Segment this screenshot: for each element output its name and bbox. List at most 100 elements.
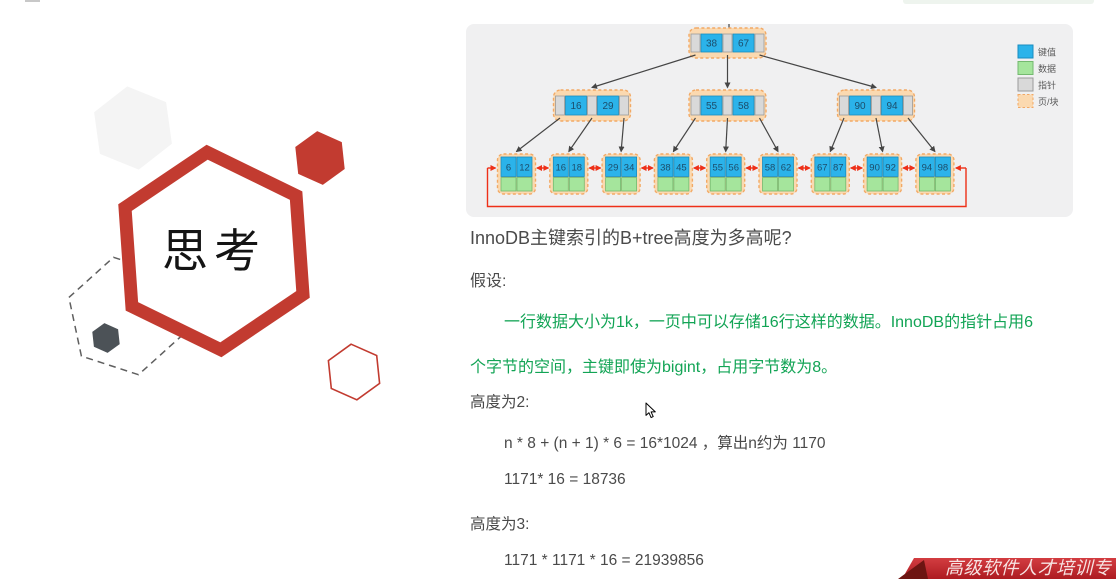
tree-edge bbox=[759, 54, 877, 90]
tree-edge bbox=[672, 117, 697, 153]
hex-red-small bbox=[295, 131, 345, 185]
tree-edge bbox=[907, 117, 936, 153]
height-2-formula-1: n * 8 + (n + 1) * 6 = 16*1024 ，算出n约为 117… bbox=[504, 435, 826, 452]
legend-row: 页/块 bbox=[1017, 94, 1059, 108]
key-value: 58 bbox=[738, 101, 750, 112]
key-value: 16 bbox=[570, 101, 582, 112]
data-cell bbox=[500, 177, 517, 192]
key-cell bbox=[866, 156, 883, 177]
key-value: 16 bbox=[556, 163, 567, 174]
key-value: 34 bbox=[624, 163, 635, 174]
pointer-cell bbox=[619, 95, 629, 116]
legend-row: 键值 bbox=[1017, 44, 1056, 59]
key-value: 12 bbox=[519, 163, 530, 174]
hex-main-think bbox=[118, 144, 310, 358]
key-value: 29 bbox=[602, 101, 614, 112]
key-cell bbox=[516, 156, 533, 177]
height-2-formula-2: 1171* 16 = 18736 bbox=[504, 471, 626, 488]
key-cell bbox=[778, 156, 794, 177]
legend-swatch bbox=[1017, 77, 1034, 92]
legend-swatch bbox=[1017, 44, 1034, 59]
pointer-cell bbox=[555, 95, 565, 116]
key-value: 87 bbox=[833, 163, 844, 174]
legend-label: 键值 bbox=[1038, 47, 1056, 58]
data-cell bbox=[866, 177, 883, 192]
hex-dark-small bbox=[92, 323, 120, 353]
data-cell bbox=[830, 177, 847, 192]
legend-label: 指针 bbox=[1038, 80, 1056, 91]
pointer-cell bbox=[903, 95, 913, 116]
pointer-cell bbox=[690, 33, 701, 53]
key-cell bbox=[762, 156, 778, 177]
key-value: 55 bbox=[706, 101, 718, 112]
data-cell bbox=[935, 177, 951, 192]
key-value: 6 bbox=[506, 163, 511, 174]
top-right-artifact bbox=[903, 0, 1094, 4]
key-value: 38 bbox=[706, 39, 718, 50]
data-cell bbox=[516, 177, 533, 192]
key-value: 29 bbox=[608, 163, 619, 174]
key-value: 92 bbox=[885, 163, 896, 174]
banner-text: 高级软件人才培训专 bbox=[945, 558, 1113, 578]
data-cell bbox=[814, 177, 831, 192]
leaf-loop-line bbox=[486, 168, 967, 208]
assumption-line-2: 个字节的空间，主键即使为bigint，占用字节数为8。 bbox=[470, 359, 838, 376]
data-cell bbox=[778, 177, 794, 192]
hexagon-decoration-layer bbox=[68, 86, 381, 401]
key-cell bbox=[725, 156, 742, 177]
assumption-line-1: 一行数据大小为1k，一页中可以存储16行这样的数据。InnoDB的指针占用6 bbox=[504, 314, 1033, 331]
key-value: 18 bbox=[572, 163, 583, 174]
key-value: 67 bbox=[738, 39, 750, 50]
legend-swatch bbox=[1017, 94, 1034, 108]
height-3-formula-1: 1171 * 1171 * 16 = 21939856 bbox=[504, 552, 704, 569]
pointer-cell bbox=[839, 95, 849, 116]
legend-label: 数据 bbox=[1038, 63, 1056, 74]
key-cell bbox=[919, 156, 935, 177]
key-value: 55 bbox=[712, 163, 723, 174]
key-cell bbox=[700, 95, 723, 116]
key-value: 56 bbox=[728, 163, 739, 174]
key-cell bbox=[657, 156, 674, 177]
key-cell bbox=[552, 156, 569, 177]
legend-row: 数据 bbox=[1017, 61, 1056, 75]
tree-edge bbox=[758, 117, 779, 153]
pointer-cell bbox=[722, 33, 733, 53]
data-cell bbox=[568, 177, 585, 192]
pointer-cell bbox=[871, 95, 881, 116]
data-cell bbox=[621, 177, 637, 192]
data-cell bbox=[919, 177, 935, 192]
tree-edge bbox=[875, 117, 885, 153]
top-left-artifact bbox=[25, 0, 40, 2]
key-cell bbox=[568, 156, 585, 177]
hex-light-gray bbox=[94, 86, 172, 170]
question-title: InnoDB主键索引的B+tree高度为多高呢? bbox=[470, 228, 792, 248]
btree-internal-node: 55 58 bbox=[688, 89, 767, 122]
key-cell bbox=[565, 95, 587, 116]
btree-leaf-node: 55 56 bbox=[706, 153, 746, 195]
key-value: 94 bbox=[886, 101, 898, 112]
key-cell bbox=[709, 156, 726, 177]
mouse-cursor-icon bbox=[645, 402, 656, 419]
data-cell bbox=[725, 177, 742, 192]
btree-leaf-node: 38 45 bbox=[653, 153, 694, 195]
tree-edge bbox=[618, 117, 625, 153]
key-cell bbox=[700, 33, 723, 53]
key-value: 90 bbox=[854, 101, 866, 112]
data-cell bbox=[552, 177, 569, 192]
key-cell bbox=[621, 156, 637, 177]
pointer-cell bbox=[722, 95, 733, 116]
key-cell bbox=[732, 33, 755, 53]
key-value: 45 bbox=[676, 163, 687, 174]
key-value: 38 bbox=[660, 163, 671, 174]
pointer-cell bbox=[754, 95, 765, 116]
key-cell bbox=[814, 156, 831, 177]
key-cell bbox=[882, 156, 899, 177]
think-hexagon-label: 思考 bbox=[162, 225, 266, 277]
pointer-cell bbox=[754, 33, 765, 53]
